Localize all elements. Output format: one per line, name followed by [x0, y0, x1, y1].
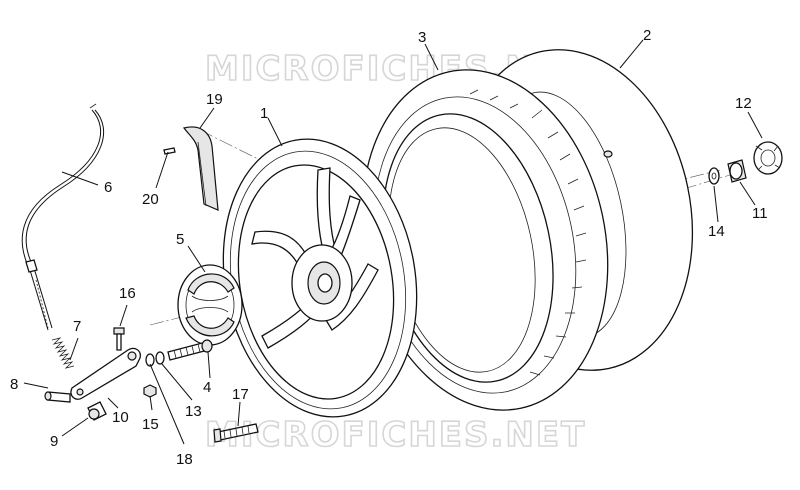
leader-lines — [23, 39, 763, 445]
callout-11: 11 — [752, 205, 768, 222]
bolt-16 — [113, 327, 125, 351]
screw-20 — [163, 147, 176, 155]
axle-bolt-17 — [213, 423, 259, 443]
washer-14 — [708, 167, 720, 185]
brake-cam — [167, 339, 213, 361]
callout-labels: 1 2 3 4 5 6 7 8 9 10 11 12 13 14 15 16 1… — [10, 27, 768, 468]
sensor-plate-19 — [182, 126, 219, 211]
cap-12 — [753, 141, 783, 175]
callout-12: 12 — [735, 95, 752, 112]
callout-20: 20 — [142, 191, 159, 208]
washer-13 — [155, 351, 165, 365]
callout-15: 15 — [142, 416, 159, 433]
callout-8: 8 — [10, 376, 18, 393]
callout-13: 13 — [185, 403, 202, 420]
spacer-11 — [727, 159, 747, 183]
washer-18 — [145, 353, 155, 367]
callout-9: 9 — [50, 433, 58, 450]
watermark-bottom: MICROFICHES.NET — [205, 415, 586, 455]
callout-1: 1 — [260, 105, 268, 122]
valve-hole — [603, 150, 613, 158]
pin-8 — [44, 391, 71, 403]
callout-2: 2 — [643, 27, 651, 44]
callout-6: 6 — [104, 179, 112, 196]
bushing-9 — [87, 401, 107, 421]
callout-5: 5 — [176, 231, 184, 248]
callout-18: 18 — [176, 451, 193, 468]
brake-shoes — [177, 264, 243, 346]
tyre — [361, 69, 609, 411]
brake-cable — [21, 103, 104, 331]
callout-4: 4 — [203, 379, 211, 396]
callout-3: 3 — [418, 29, 426, 46]
tread-pattern — [469, 89, 587, 376]
spring-7 — [51, 337, 75, 369]
callout-19: 19 — [206, 91, 223, 108]
nut-15 — [143, 384, 157, 398]
callout-16: 16 — [119, 285, 136, 302]
callout-14: 14 — [708, 223, 725, 240]
callout-17: 17 — [232, 386, 249, 403]
callout-10: 10 — [112, 409, 129, 426]
callout-7: 7 — [73, 318, 81, 335]
rim — [222, 138, 418, 418]
brake-lever — [70, 347, 141, 400]
